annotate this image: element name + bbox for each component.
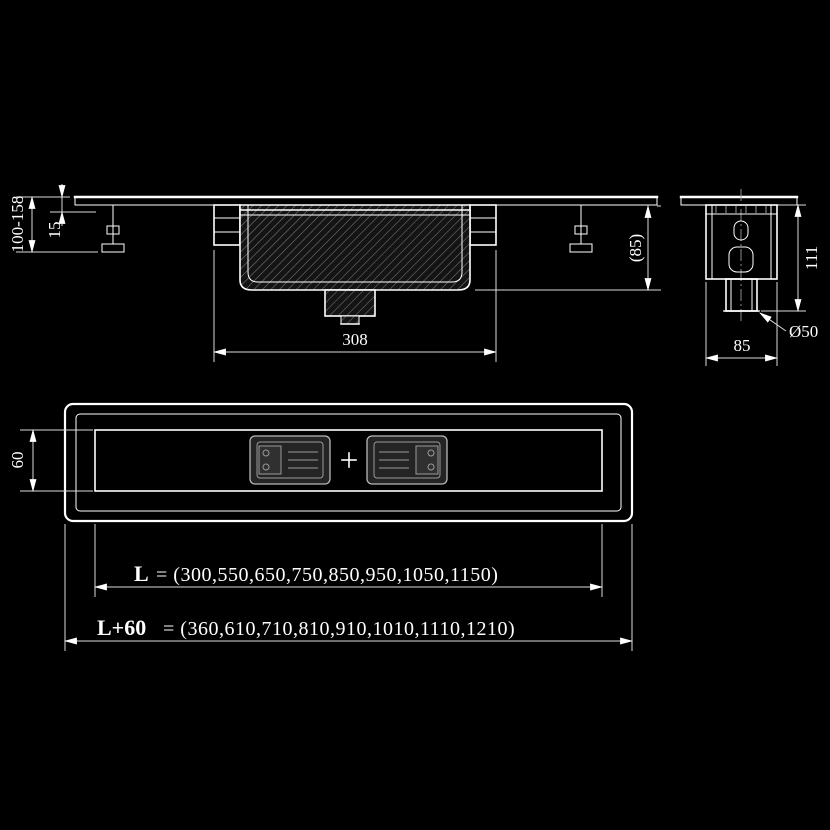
clamp-bracket-left: [249, 435, 331, 485]
end-view: [679, 189, 799, 322]
center-plus-mark: [341, 452, 357, 468]
side-view-dimensions: 100-158 15 308 (85): [8, 184, 661, 362]
leveling-foot-left: [101, 204, 125, 253]
dim-outlet-diameter: Ø50: [789, 322, 818, 341]
total-length-values: = (360,610,710,810,910,1010,1110,1210): [163, 618, 515, 640]
body-outline: [63, 402, 634, 523]
length-values: = (300,550,650,750,850,950,1050,1150): [156, 564, 498, 586]
dim-tile-thickness: 15: [45, 222, 64, 239]
plan-view: [63, 402, 634, 523]
clamp-bracket-right: [366, 435, 448, 485]
end-view-dimensions: 111 Ø50 85: [704, 203, 821, 366]
plan-view-dimensions: 60 L = (300,550,650,750,850,950,1050,115…: [8, 428, 634, 651]
dim-body-length: 308: [342, 330, 368, 349]
dim-total-height: 111: [802, 246, 821, 270]
outlet-pipe: [723, 278, 760, 312]
flange-edge: [75, 413, 622, 512]
total-length-label: L+60: [97, 615, 146, 640]
dim-body-width: 85: [734, 336, 751, 355]
length-label: L: [134, 561, 149, 586]
leveling-foot-right: [569, 204, 593, 253]
channel-opening: [94, 429, 603, 492]
siphon-trap: [324, 289, 376, 325]
dim-channel-width: 60: [8, 452, 27, 469]
dim-installation-height: 100-158: [8, 196, 27, 253]
dim-depth: (85): [626, 234, 645, 262]
channel-basin: [239, 204, 471, 291]
side-view: [73, 195, 659, 325]
